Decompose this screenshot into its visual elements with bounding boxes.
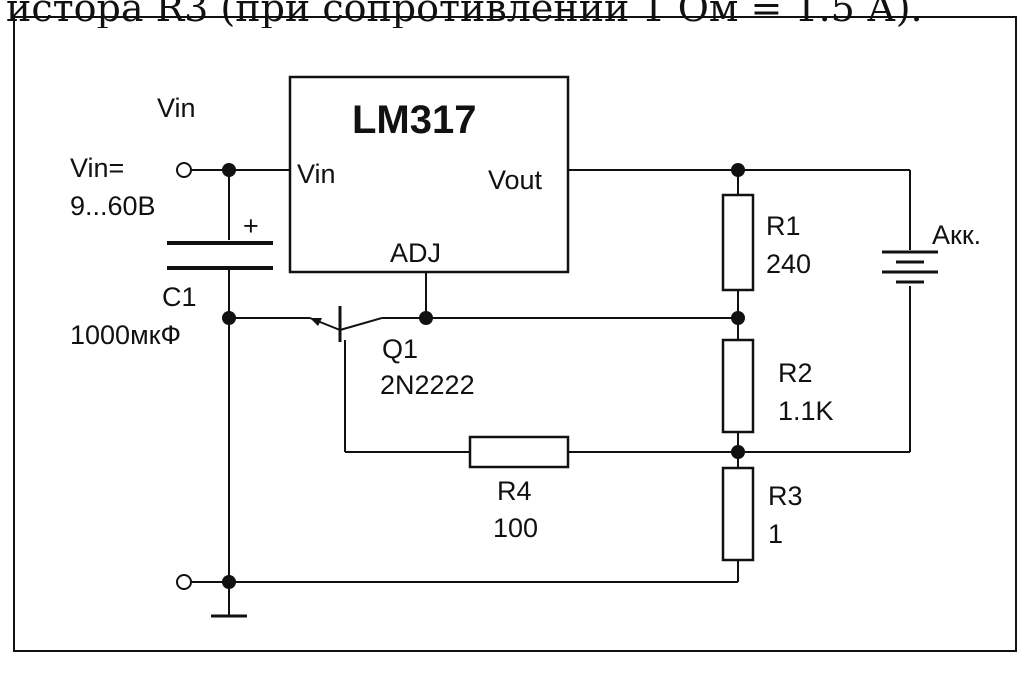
- r3-name-label: R3: [768, 481, 803, 511]
- lm317-ic: [288, 75, 570, 274]
- r3-value-label: 1: [768, 519, 783, 549]
- q1-name-label: Q1: [382, 334, 418, 364]
- r1-value-label: 240: [766, 249, 811, 279]
- vin-range-label-2: 9...60В: [70, 191, 156, 221]
- c1-plus-sign: +: [243, 211, 259, 241]
- battery-label: Акк.: [932, 220, 981, 250]
- c1-value-label: 1000мкФ: [70, 320, 181, 350]
- battery-symbol: [882, 250, 938, 284]
- q1-transistor: [309, 306, 426, 342]
- ic-name: LM317: [352, 98, 477, 142]
- q1-collector-lead: [339, 317, 383, 331]
- frame-border: [13, 16, 1017, 652]
- r1-name-label: R1: [766, 211, 801, 241]
- junction-r2-r3: [731, 445, 745, 459]
- ground-terminal: [176, 574, 192, 590]
- ic-pin-adj: ADJ: [390, 238, 441, 268]
- ic-pin-vin: Vin: [297, 159, 336, 189]
- r4-name-label: R4: [497, 476, 532, 506]
- r4-value-label: 100: [493, 513, 538, 543]
- r1-resistor: [721, 193, 755, 292]
- junction-q1-emitter: [222, 311, 236, 325]
- wires: [199, 169, 911, 615]
- junction-vout: [731, 163, 745, 177]
- ic-pin-vout: Vout: [488, 165, 543, 195]
- c1-name-label: C1: [162, 282, 197, 312]
- junction-r1-r2: [731, 311, 745, 325]
- q1-type-label: 2N2222: [380, 370, 475, 400]
- junction-vin: [222, 163, 236, 177]
- junction-adj: [419, 311, 433, 325]
- r4-resistor: [468, 435, 570, 469]
- r2-resistor: [721, 338, 755, 434]
- r3-resistor: [721, 466, 755, 562]
- r2-value-label: 1.1K: [778, 396, 834, 426]
- junction-ground: [222, 575, 236, 589]
- vin-title-label: Vin: [157, 93, 196, 123]
- caption-text: истора R3 (при сопротивлении 1 Ом = 1.5 …: [6, 0, 923, 28]
- r2-name-label: R2: [778, 358, 813, 388]
- junction-dots: [222, 163, 745, 589]
- vin-range-label-1: Vin=: [70, 153, 124, 183]
- vin-terminal: [176, 162, 192, 178]
- q1-emitter-arrow: [310, 318, 322, 326]
